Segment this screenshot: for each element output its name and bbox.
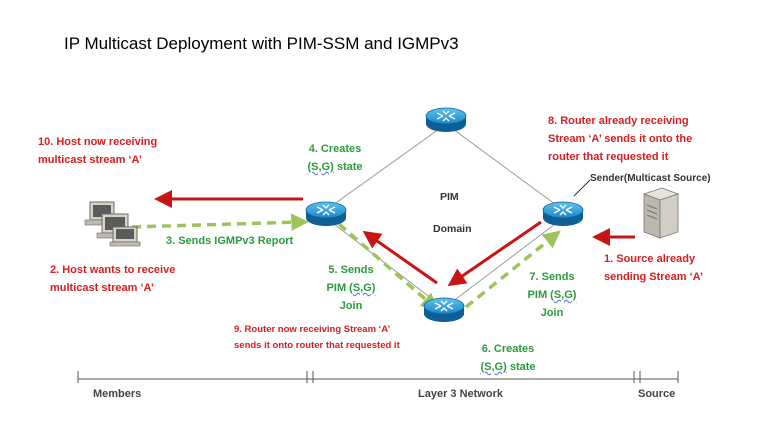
sender-label: Sender(Multicast Source)	[590, 173, 711, 184]
step9-line2: sends it onto router that requested it	[234, 340, 400, 351]
footer-source: Source	[638, 388, 676, 400]
step5-line1: 5. Sends	[328, 264, 374, 276]
router-icon	[425, 107, 467, 133]
server-icon	[642, 187, 680, 239]
step2-line2: multicast stream ‘A’	[50, 282, 154, 294]
step3-label: 3. Sends IGMPv3 Report	[166, 235, 294, 247]
step6-line2: (S,G) state	[468, 358, 548, 376]
pim-label: PIM	[440, 191, 459, 203]
router-icon	[423, 297, 465, 323]
step9-label: 9. Router now receiving Stream ‘A’ sends…	[234, 322, 400, 354]
step5-label: 5. Sends PIM (S,G) Join	[315, 261, 387, 315]
step7-pim: PIM (	[527, 289, 554, 301]
step7-label: 7. Sends PIM (S,G) Join	[516, 268, 588, 322]
step7-line3: Join	[540, 307, 564, 319]
step4-line1: 4. Creates	[308, 143, 362, 155]
step8-line2: Stream ‘A’ sends it onto the	[548, 133, 693, 145]
step4-sg: (S,G)	[307, 161, 334, 173]
sender-pointer	[573, 179, 591, 197]
step9-line1: 9. Router now receiving Stream ‘A’	[234, 324, 391, 335]
step8-line1: 8. Router already receiving	[548, 115, 689, 127]
diagram-title: IP Multicast Deployment with PIM-SSM and…	[64, 34, 459, 53]
step7-line2: PIM (S,G)	[516, 286, 588, 304]
step6-rest: state	[506, 361, 536, 373]
step7-line1: 7. Sends	[529, 271, 575, 283]
step5-sg: S,G)	[352, 282, 376, 294]
footer-members: Members	[93, 388, 142, 400]
step1-line1: 1. Source already	[604, 253, 696, 265]
step4-label: 4. Creates (S,G) state	[296, 140, 374, 176]
step5-line2: PIM (S,G)	[315, 279, 387, 297]
footer-bracket	[77, 371, 679, 383]
step8-label: 8. Router already receiving Stream ‘A’ s…	[548, 112, 692, 166]
step6-line1: 6. Creates	[481, 343, 535, 355]
step5-line3: Join	[339, 300, 363, 312]
router-icon	[542, 201, 584, 227]
step4-rest: state	[333, 161, 363, 173]
step7-sg: S,G)	[553, 289, 577, 301]
step4-line2: (S,G) state	[296, 158, 374, 176]
stream-arrows	[154, 190, 635, 287]
footer-layer3: Layer 3 Network	[418, 388, 503, 400]
step2-line1: 2. Host wants to receive	[50, 264, 176, 276]
step6-label: 6. Creates (S,G) state	[468, 340, 548, 376]
step1-label: 1. Source already sending Stream ‘A’	[604, 250, 703, 286]
step8-line3: router that requested it	[548, 151, 669, 163]
domain-label: Domain	[433, 223, 472, 235]
step6-sg: (S,G)	[480, 361, 507, 373]
step10-line1: 10. Host now receiving	[38, 136, 158, 148]
router-icon	[305, 201, 347, 227]
workstation-icon	[84, 201, 141, 247]
step2-label: 2. Host wants to receive multicast strea…	[50, 261, 175, 297]
step5-pim: PIM (	[326, 282, 353, 294]
step10-label: 10. Host now receiving multicast stream …	[38, 133, 157, 169]
step10-line2: multicast stream ‘A’	[38, 154, 142, 166]
step1-line2: sending Stream ‘A’	[604, 271, 704, 283]
join-paths	[131, 213, 561, 311]
